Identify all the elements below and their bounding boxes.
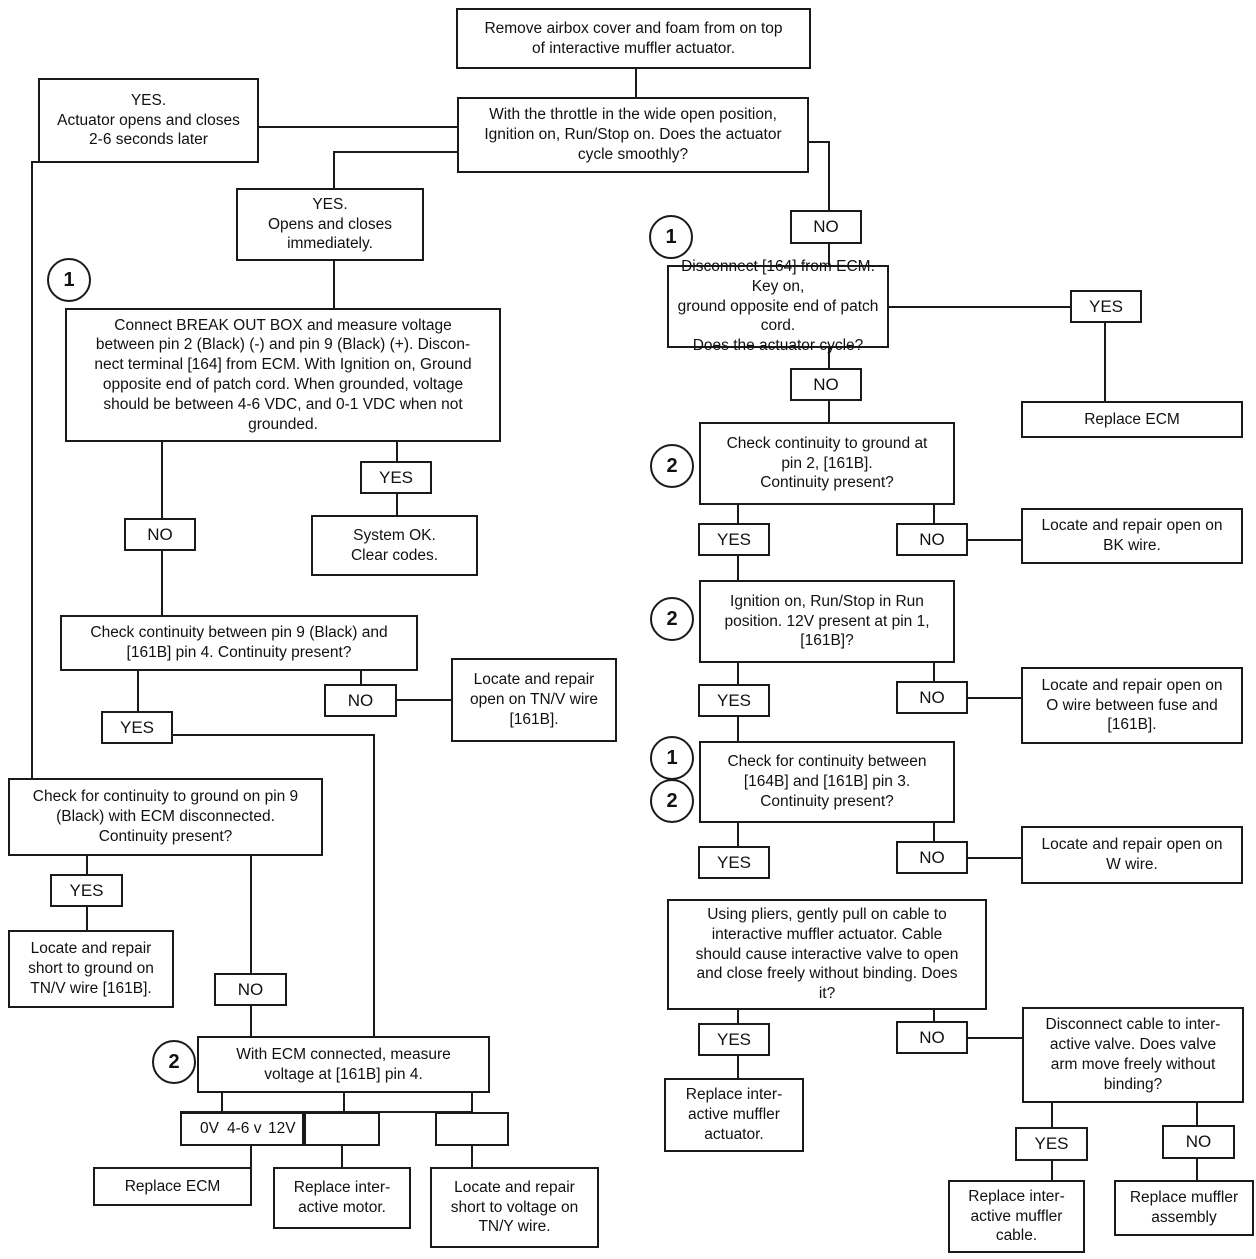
repair-o-open-box: Locate and repair open on O wire between…: [1021, 667, 1243, 744]
yes-tag: YES: [101, 711, 173, 744]
no-tag: NO: [790, 368, 862, 401]
no-tag: NO: [790, 210, 862, 244]
replace-ecm-box: Replace ECM: [1021, 401, 1243, 438]
connector: [172, 734, 375, 1036]
replace-motor-box: Replace inter- active motor.: [273, 1167, 411, 1229]
yes-tag: YES: [698, 523, 770, 556]
check-164b-161b-question: Check for continuity between [164B] and …: [699, 741, 955, 823]
check-ground-pin9-question: Check for continuity to ground on pin 9 …: [8, 778, 323, 856]
no-tag: NO: [1162, 1125, 1235, 1159]
disconnect-164-question: Disconnect [164] from ECM. Key on, groun…: [667, 258, 889, 354]
voltage-12v-label: 12V: [268, 1120, 296, 1137]
yes-tag: YES: [50, 874, 123, 907]
yes-tag: YES: [1070, 290, 1142, 323]
voltage-4-6v-box: [304, 1112, 380, 1146]
step-marker-1: 1: [650, 736, 694, 780]
yes-tag: YES: [698, 1023, 770, 1056]
system-ok-box: System OK. Clear codes.: [311, 515, 478, 576]
check-pin9-161b-question: Check continuity between pin 9 (Black) a…: [60, 615, 418, 671]
replace-actuator-box: Replace inter- active muffler actuator.: [664, 1078, 804, 1152]
disconnect-cable-question: Disconnect cable to inter- active valve.…: [1022, 1007, 1244, 1103]
check-12v-pin1-question: Ignition on, Run/Stop in Run position. 1…: [699, 580, 955, 663]
repair-bk-open-box: Locate and repair open on BK wire.: [1021, 508, 1243, 564]
no-tag: NO: [324, 684, 397, 717]
step-marker-2: 2: [650, 779, 694, 823]
pliers-test-question: Using pliers, gently pull on cable to in…: [667, 899, 987, 1010]
throttle-test-question: With the throttle in the wide open posit…: [457, 97, 809, 173]
yes-tag: YES: [360, 461, 432, 494]
voltage-4-6v-label: 4-6 v: [227, 1120, 262, 1137]
breakout-box-step: Connect BREAK OUT BOX and measure voltag…: [65, 308, 501, 442]
step-marker-2: 2: [152, 1040, 196, 1084]
step-marker-1: 1: [649, 215, 693, 259]
no-tag: NO: [896, 681, 968, 714]
connector: [808, 141, 830, 210]
replace-cable-box: Replace inter- active muffler cable.: [948, 1180, 1085, 1253]
connector: [333, 151, 457, 188]
yes-tag: YES: [698, 684, 770, 717]
voltage-0v-box: [180, 1112, 304, 1146]
step-marker-1: 1: [47, 258, 91, 302]
repair-short-ground-box: Locate and repair short to ground on TN/…: [8, 930, 174, 1008]
yes-delayed-box: YES. Actuator opens and closes 2-6 secon…: [38, 78, 259, 163]
measure-voltage-161b-step: With ECM connected, measure voltage at […: [197, 1036, 490, 1093]
yes-tag: YES: [698, 846, 770, 879]
voltage-0v-label: 0V: [200, 1120, 219, 1137]
replace-muffler-box: Replace muffler assembly: [1114, 1180, 1254, 1236]
no-tag: NO: [214, 973, 287, 1006]
voltage-12v-box: [435, 1112, 509, 1146]
no-tag: NO: [124, 518, 196, 551]
repair-tn-v-open-box: Locate and repair open on TN/V wire [161…: [451, 658, 617, 742]
yes-tag: YES: [1015, 1127, 1088, 1161]
step-marker-2: 2: [650, 444, 694, 488]
check-ground-pin2-question: Check continuity to ground at pin 2, [16…: [699, 422, 955, 505]
no-tag: NO: [896, 1021, 968, 1054]
repair-w-open-box: Locate and repair open on W wire.: [1021, 826, 1243, 884]
step-marker-2: 2: [650, 597, 694, 641]
yes-immediate-box: YES. Opens and closes immediately.: [236, 188, 424, 261]
connector: [31, 161, 40, 780]
repair-short-voltage-box: Locate and repair short to voltage on TN…: [430, 1167, 599, 1248]
replace-ecm-box: Replace ECM: [93, 1167, 252, 1206]
no-tag: NO: [896, 523, 968, 556]
remove-airbox-step: Remove airbox cover and foam from on top…: [456, 8, 811, 69]
no-tag: NO: [896, 841, 968, 874]
